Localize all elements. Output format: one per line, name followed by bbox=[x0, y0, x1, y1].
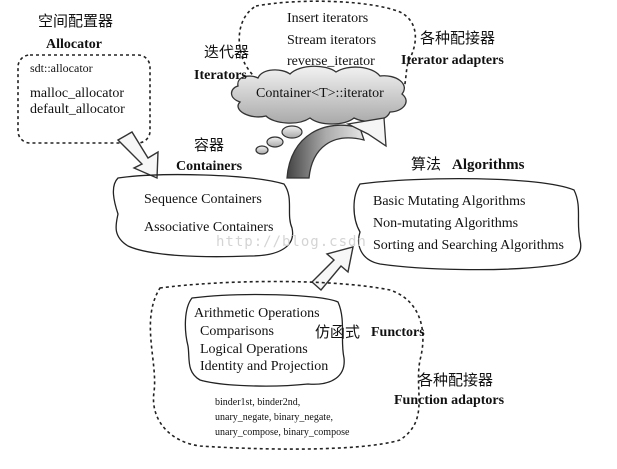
algorithms-title-en: Algorithms bbox=[452, 157, 525, 173]
functors-title-en: Functors bbox=[371, 325, 425, 340]
functors-to-algorithms-arrow bbox=[310, 246, 354, 292]
function-adaptor-item: unary_negate, binary_negate, bbox=[215, 412, 334, 423]
allocator-item: default_allocator bbox=[30, 102, 125, 117]
algorithm-item: Basic Mutating Algorithms bbox=[373, 194, 526, 209]
watermark-text: http://blog.csdn bbox=[216, 234, 367, 250]
iterator-item: Stream iterators bbox=[287, 33, 377, 48]
iterators-title-en: Iterators bbox=[194, 68, 247, 83]
iterator-center-label: Container<T>::iterator bbox=[256, 86, 384, 101]
function-adaptor-item: unary_compose, binary_compose bbox=[215, 427, 350, 438]
function-adaptors-title-cn: 各种配接器 bbox=[418, 371, 494, 389]
iterator-item: Insert iterators bbox=[287, 11, 369, 26]
containers-title-en: Containers bbox=[176, 159, 243, 174]
functor-item: Arithmetic Operations bbox=[194, 306, 320, 321]
container-item: Sequence Containers bbox=[144, 192, 262, 207]
algorithm-item: Non-mutating Algorithms bbox=[373, 216, 519, 231]
allocator-item: sdt::allocator bbox=[30, 61, 93, 75]
functor-item: Identity and Projection bbox=[200, 359, 329, 374]
iterator-adapters-title-cn: 各种配接器 bbox=[420, 29, 496, 47]
algorithms-title-cn: 算法 bbox=[411, 155, 442, 173]
iterators-title-cn: 迭代器 bbox=[204, 43, 250, 61]
function-adaptor-item: binder1st, binder2nd, bbox=[215, 397, 301, 408]
functor-item: Comparisons bbox=[200, 324, 274, 339]
container-item: Associative Containers bbox=[144, 220, 274, 235]
containers-title-cn: 容器 bbox=[194, 136, 225, 154]
functors-title-cn: 仿函式 bbox=[315, 323, 361, 341]
containers-to-algorithms-arc bbox=[286, 124, 365, 179]
allocator-box bbox=[17, 54, 151, 144]
allocator-to-containers-arrow bbox=[116, 131, 159, 180]
iterator-adapters-title-en: Iterator adapters bbox=[401, 53, 504, 68]
functor-item: Logical Operations bbox=[200, 342, 308, 357]
function-adaptors-title-en: Function adaptors bbox=[394, 393, 505, 408]
allocator-item: malloc_allocator bbox=[30, 86, 125, 101]
thought-bubble-large bbox=[281, 125, 303, 139]
functors-blob bbox=[184, 293, 345, 387]
thought-bubble-small bbox=[255, 145, 269, 155]
algorithm-item: Sorting and Searching Algorithms bbox=[373, 238, 564, 253]
iterator-cloud bbox=[230, 65, 407, 125]
containers-blob bbox=[112, 173, 294, 258]
allocator-title-en: Allocator bbox=[46, 37, 102, 52]
thought-bubble-medium bbox=[266, 136, 284, 148]
function-adaptors-blob bbox=[149, 280, 424, 450]
containers-to-algorithms-arrowhead bbox=[345, 117, 387, 148]
allocator-title-cn: 空间配置器 bbox=[38, 12, 114, 30]
algorithms-blob bbox=[353, 177, 582, 271]
iterator-item: reverse_iterator bbox=[287, 54, 375, 69]
